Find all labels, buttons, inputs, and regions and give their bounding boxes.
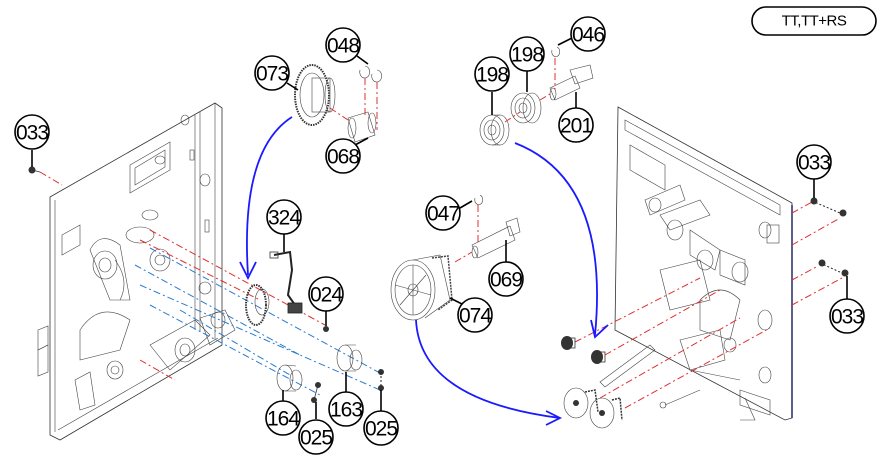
rod-part — [599, 344, 656, 388]
shaft-068 — [347, 111, 377, 143]
screw-024 — [323, 326, 329, 332]
callout-198-b: 198 — [509, 36, 545, 92]
shaft-069 — [471, 217, 521, 259]
callout-033-left: 033 — [14, 114, 50, 167]
screw-033-left — [28, 166, 41, 174]
e-ring-046 — [551, 46, 560, 90]
svg-text:068: 068 — [327, 146, 359, 169]
callout-073: 073 — [254, 55, 299, 91]
callout-163: 163 — [328, 372, 364, 427]
right-axis-lines — [574, 200, 843, 409]
variant-badge-label: TT,TT+RS — [782, 13, 847, 30]
assembly-arrow-073 — [246, 116, 293, 276]
bushing-164 — [276, 364, 303, 392]
e-rings-048 — [359, 65, 382, 130]
svg-text:324: 324 — [268, 207, 301, 230]
svg-text:198: 198 — [511, 44, 543, 67]
gear-073-installed — [245, 284, 270, 326]
screws-025-right — [378, 369, 384, 391]
callout-074: 074 — [449, 297, 493, 333]
svg-text:069: 069 — [490, 269, 522, 292]
svg-text:047: 047 — [427, 203, 459, 226]
roller-knob-2 — [591, 350, 606, 364]
screws-025-left — [311, 382, 321, 403]
svg-text:024: 024 — [310, 284, 343, 307]
variant-badge: TT,TT+RS — [751, 6, 877, 36]
gear-073 — [294, 64, 336, 126]
svg-text:025: 025 — [300, 427, 332, 450]
arrowhead-073 — [239, 261, 257, 281]
callout-201: 201 — [558, 92, 594, 143]
svg-text:201: 201 — [560, 115, 592, 138]
sensor-harness-324 — [269, 250, 303, 314]
arrowhead-074 — [545, 410, 563, 426]
svg-text:073: 073 — [256, 63, 288, 86]
callout-025-right: 025 — [363, 390, 399, 446]
callout-164: 164 — [265, 390, 301, 436]
svg-text:163: 163 — [330, 399, 362, 422]
roller-knob-1 — [561, 336, 576, 350]
callout-046: 046 — [557, 16, 606, 52]
pulley-gears-installed — [563, 387, 623, 429]
assembly-arrow-074 — [415, 319, 561, 419]
callout-069: 069 — [488, 240, 524, 297]
svg-text:046: 046 — [572, 24, 604, 47]
arrowhead-198 — [590, 319, 609, 339]
shaft-201 — [549, 64, 594, 101]
callout-024: 024 — [308, 276, 344, 326]
svg-text:033: 033 — [831, 306, 863, 329]
callout-033-right-bottom: 033 — [829, 276, 865, 334]
left-chassis-plate — [37, 102, 236, 441]
callout-324: 324 — [266, 199, 302, 252]
assembly-arrow-198 — [514, 142, 598, 336]
svg-text:025: 025 — [365, 418, 397, 441]
callout-048: 048 — [325, 27, 369, 65]
svg-text:033: 033 — [16, 122, 48, 145]
svg-text:033: 033 — [798, 152, 830, 175]
bushing-163 — [336, 344, 363, 372]
svg-text:164: 164 — [267, 408, 300, 431]
callout-198-a: 198 — [474, 56, 510, 115]
svg-text:198: 198 — [476, 64, 508, 87]
pulley-gear-074 — [390, 254, 453, 321]
e-ring-047 — [474, 194, 483, 245]
screws-033-right — [810, 197, 849, 277]
bearing-198-b — [510, 92, 542, 124]
callout-025-left: 025 — [298, 402, 334, 455]
callout-068: 068 — [325, 137, 369, 174]
assembly-arrows — [239, 116, 609, 426]
svg-text:048: 048 — [327, 35, 359, 58]
svg-text:074: 074 — [459, 305, 492, 328]
right-chassis-plate — [614, 106, 793, 421]
bearing-198-a — [479, 114, 510, 146]
callout-033-right-top: 033 — [796, 144, 832, 198]
callout-047: 047 — [425, 195, 473, 231]
